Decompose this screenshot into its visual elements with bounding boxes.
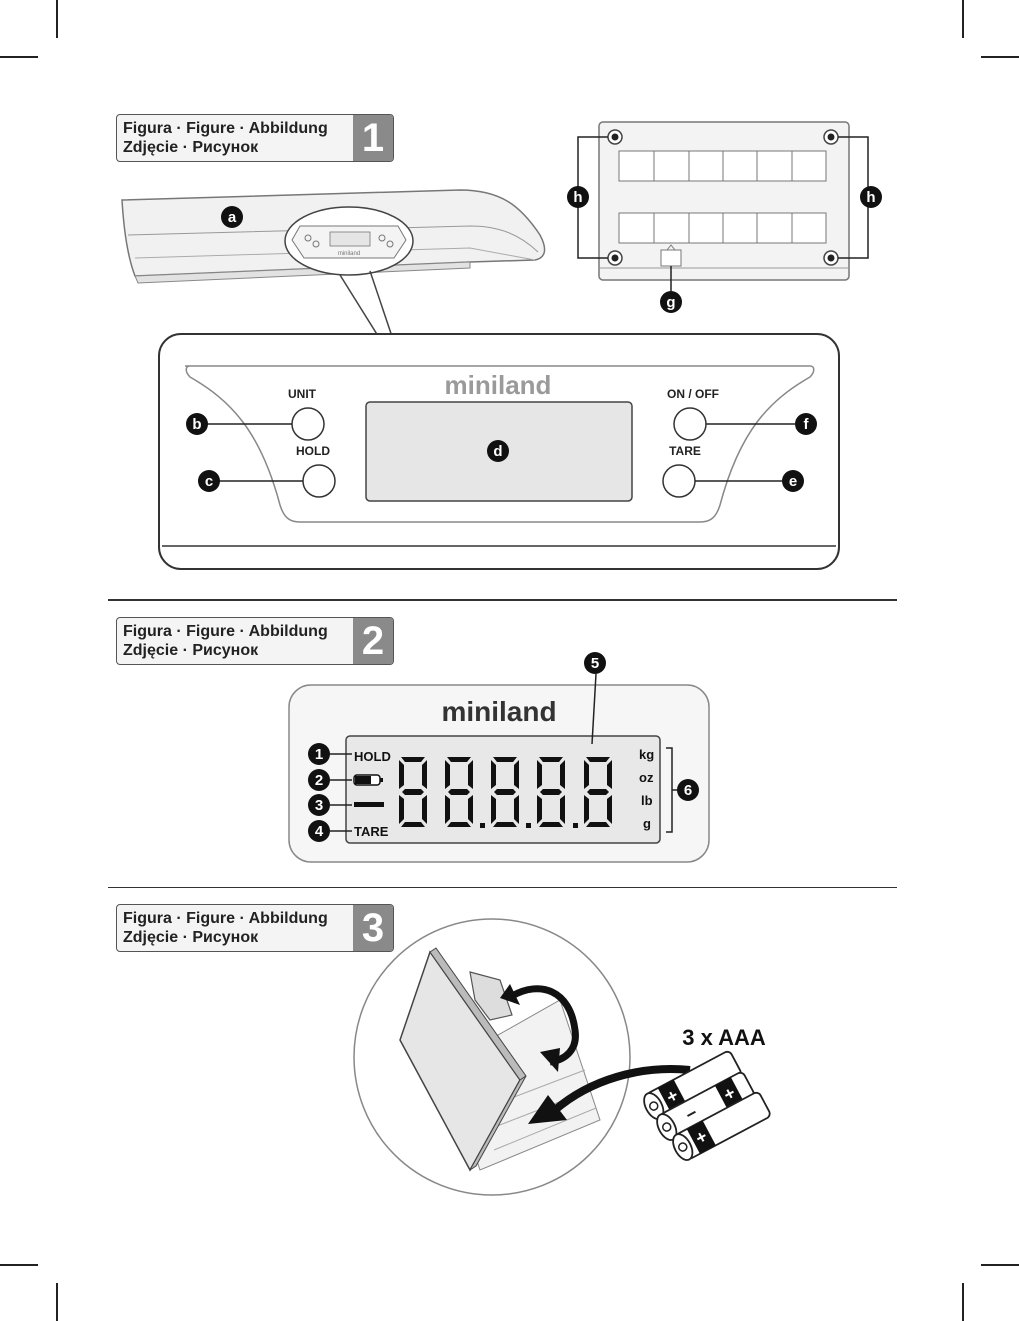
callout-letter: h (866, 189, 875, 206)
lcd-hold-indicator: HOLD (354, 749, 391, 764)
on-off-button-label: ON / OFF (667, 387, 719, 401)
callout-letter: e (789, 473, 797, 490)
callout-number: 6 (684, 782, 692, 799)
unit-kg: kg (639, 747, 654, 762)
callout-letter: h (573, 189, 582, 206)
unit-g: g (643, 816, 651, 831)
callout-number: 4 (315, 823, 324, 840)
callout-f: f (795, 413, 817, 435)
callout-1: 1 (308, 743, 330, 765)
callout-letter: a (228, 209, 237, 226)
callout-number: 2 (315, 772, 323, 789)
battery-compartment-illustration (354, 919, 690, 1195)
scale-bottom-view (578, 122, 868, 291)
callout-letter: d (493, 443, 502, 460)
callout-letter: b (192, 416, 201, 433)
unit-button[interactable] (292, 408, 324, 440)
hold-button-label: HOLD (296, 444, 330, 458)
decimal-dot (480, 823, 485, 828)
minus-indicator (354, 802, 384, 807)
hold-button[interactable] (303, 465, 335, 497)
unit-lb: lb (641, 793, 653, 808)
callout-3: 3 (308, 794, 330, 816)
callout-letter: g (666, 294, 675, 311)
callout-4: 4 (308, 820, 330, 842)
decimal-dot (573, 823, 578, 828)
brand-logo: miniland (445, 370, 552, 400)
lcd-tare-indicator: TARE (354, 824, 389, 839)
unit-button-label: UNIT (288, 387, 317, 401)
callout-number: 3 (315, 797, 323, 814)
unit-oz: oz (639, 770, 654, 785)
lcd-display-panel: miniland HOLD TARE kg oz lb g (289, 674, 709, 862)
callout-h-right: h (860, 186, 882, 208)
callout-number: 1 (315, 746, 323, 763)
mini-brand-text: miniland (338, 251, 360, 257)
callout-b: b (186, 413, 208, 435)
callout-5: 5 (584, 652, 606, 674)
callout-g: g (660, 291, 682, 313)
callout-a: a (221, 206, 243, 228)
callout-h-left: h (567, 186, 589, 208)
on-off-button[interactable] (674, 408, 706, 440)
callout-c: c (198, 470, 220, 492)
callout-2: 2 (308, 769, 330, 791)
callout-6: 6 (677, 779, 699, 801)
brand-logo: miniland (441, 696, 556, 727)
decimal-dot (526, 823, 531, 828)
callout-e: e (782, 470, 804, 492)
battery-count-label: 3 x AAA (682, 1025, 766, 1050)
callout-number: 5 (591, 655, 599, 672)
tare-button-label: TARE (669, 444, 701, 458)
tare-button[interactable] (663, 465, 695, 497)
callout-letter: c (205, 473, 213, 490)
callout-d: d (487, 440, 509, 462)
